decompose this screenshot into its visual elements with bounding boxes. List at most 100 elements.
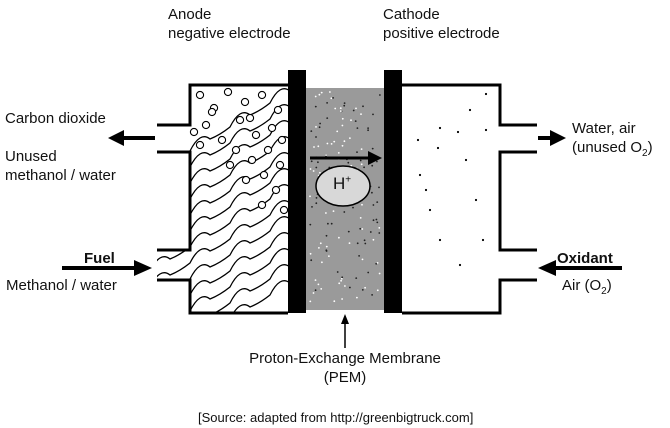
co2-bubble bbox=[189, 127, 199, 137]
co2-outlet-arrowhead bbox=[108, 130, 124, 146]
membrane-dot bbox=[319, 122, 321, 125]
water-air-line1: Water, air bbox=[572, 120, 636, 137]
membrane-dot bbox=[372, 204, 375, 206]
proton-letter: H bbox=[333, 174, 346, 193]
membrane-dot bbox=[375, 262, 378, 265]
membrane-dot bbox=[329, 91, 331, 93]
co2-bubble bbox=[279, 205, 288, 215]
co2-bubble bbox=[271, 185, 281, 195]
anode-inlet-lower-wall bbox=[157, 278, 288, 315]
pem-pointer-arrowhead bbox=[341, 314, 349, 324]
membrane-dot bbox=[356, 127, 359, 129]
membrane-dot bbox=[343, 102, 346, 104]
membrane-dot bbox=[309, 168, 312, 170]
membrane-dot bbox=[314, 279, 317, 281]
anode-electrode bbox=[288, 70, 306, 313]
membrane-dot bbox=[356, 296, 358, 299]
membrane-dot bbox=[309, 252, 312, 255]
oxygen-dot bbox=[474, 198, 478, 202]
membrane-dot bbox=[364, 242, 367, 245]
anode-chamber-outline bbox=[157, 83, 288, 127]
co2-bubble bbox=[275, 160, 285, 170]
cathode-outlet-lower-wall bbox=[498, 150, 537, 252]
membrane-dot bbox=[367, 271, 370, 274]
membrane-dot bbox=[371, 147, 374, 150]
co2-bubble bbox=[273, 105, 283, 115]
anode-subtitle: negative electrode bbox=[168, 25, 291, 42]
membrane-dot bbox=[359, 227, 362, 230]
membrane-dot bbox=[347, 161, 350, 164]
unused-label: Unused methanol / water bbox=[5, 147, 116, 185]
co2-bubble bbox=[235, 115, 245, 125]
membrane-dot bbox=[315, 202, 318, 205]
fuel-wave-line bbox=[157, 142, 288, 240]
membrane-dot bbox=[321, 261, 323, 264]
co2-bubble bbox=[251, 130, 261, 140]
membrane-dot bbox=[341, 298, 343, 300]
membrane-dot bbox=[310, 160, 313, 163]
fuel-wave-line bbox=[157, 206, 288, 304]
membrane-dot bbox=[372, 113, 374, 116]
membrane-dot bbox=[360, 113, 362, 115]
co2-bubble bbox=[259, 170, 269, 180]
fuel-detail-label: Methanol / water bbox=[6, 277, 117, 294]
membrane-dot bbox=[336, 130, 339, 133]
membrane-dot bbox=[347, 230, 350, 233]
fuel-wave-line bbox=[157, 254, 288, 313]
air-o2-label: Air (O2) bbox=[562, 276, 612, 301]
membrane-dot bbox=[320, 288, 323, 290]
membrane-dot bbox=[362, 105, 364, 108]
fuel-wave-line bbox=[157, 94, 288, 192]
membrane-dot bbox=[360, 148, 363, 151]
cathode-title: Cathode bbox=[383, 6, 440, 23]
fuel-wave-line bbox=[157, 238, 288, 313]
membrane-dot bbox=[309, 223, 312, 226]
o2-subscript: 2 bbox=[642, 148, 648, 159]
membrane-dot bbox=[315, 126, 317, 128]
oxygen-dot bbox=[438, 238, 442, 242]
proton-charge: + bbox=[345, 174, 352, 186]
fuel-inlet-arrowhead bbox=[134, 260, 152, 276]
oxidant-inlet-arrowhead bbox=[538, 260, 556, 276]
membrane-dot bbox=[319, 242, 322, 245]
pem-line1: Proton-Exchange Membrane bbox=[249, 350, 441, 367]
membrane-dot bbox=[367, 127, 369, 129]
membrane-dot bbox=[327, 222, 329, 225]
membrane-dot bbox=[315, 197, 318, 199]
membrane-dot bbox=[339, 107, 342, 109]
cathode-chamber-outline bbox=[402, 83, 537, 127]
membrane-dot bbox=[376, 221, 379, 224]
membrane-dot bbox=[310, 259, 313, 262]
membrane-dot bbox=[356, 151, 358, 154]
membrane-dot bbox=[371, 164, 374, 167]
proton-symbol: H+ bbox=[333, 174, 351, 194]
membrane-dot bbox=[369, 231, 372, 233]
proton-flow-arrowhead bbox=[368, 151, 382, 165]
membrane-dot bbox=[333, 300, 336, 303]
membrane-dot bbox=[341, 124, 344, 127]
membrane-dot bbox=[376, 201, 379, 204]
fuel-wave-line bbox=[157, 222, 288, 313]
membrane-dot bbox=[361, 203, 363, 206]
membrane-dot bbox=[340, 279, 342, 282]
co2-label: Carbon dioxide bbox=[5, 110, 106, 127]
oxidant-label: Oxidant bbox=[557, 250, 613, 267]
membrane-dot bbox=[332, 97, 334, 99]
oxygen-dot bbox=[484, 92, 488, 96]
co2-bubble bbox=[223, 87, 233, 97]
membrane-dot bbox=[317, 145, 320, 148]
cathode-label: Cathode positive electrode bbox=[383, 5, 500, 43]
membrane-dot bbox=[325, 249, 328, 252]
membrane-dot bbox=[341, 144, 344, 147]
co2-bubble bbox=[231, 145, 241, 155]
membrane-dot bbox=[379, 94, 381, 96]
membrane-dot bbox=[314, 95, 317, 98]
membrane-dot bbox=[338, 236, 340, 239]
membrane-dot bbox=[361, 258, 364, 261]
membrane-dot bbox=[376, 262, 379, 264]
membrane-dot bbox=[359, 217, 362, 219]
oxygen-dot bbox=[458, 263, 462, 267]
membrane-dot bbox=[325, 245, 328, 248]
membrane-dot bbox=[356, 242, 359, 245]
oxygen-dot bbox=[428, 208, 432, 212]
